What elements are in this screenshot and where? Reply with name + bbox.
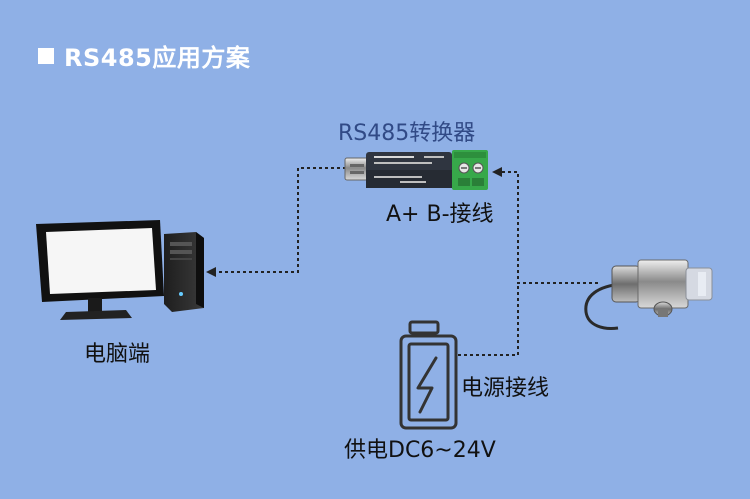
- power-supply-label: 供电DC6~24V: [344, 438, 496, 463]
- square-bullet-icon: [38, 47, 54, 64]
- page-title: RS485应用方案: [64, 44, 251, 72]
- battery-bolt-icon: [399, 320, 458, 430]
- converter-title: RS485转换器: [338, 121, 476, 146]
- header: RS485应用方案: [38, 38, 250, 73]
- connection-lines: [206, 167, 598, 356]
- power-wiring-label: 电源接线: [461, 376, 550, 401]
- converter-wiring-label: A+ B-接线: [386, 202, 494, 227]
- converter-to-pc-arrow: [206, 167, 346, 277]
- usb-converter-icon: [344, 150, 488, 190]
- computer-icon: [36, 220, 204, 320]
- power-to-converter-line: [458, 283, 519, 356]
- computer-label: 电脑端: [84, 342, 151, 367]
- sensor-to-converter-arrow: [492, 167, 598, 284]
- proximity-sensor-icon: [584, 259, 713, 330]
